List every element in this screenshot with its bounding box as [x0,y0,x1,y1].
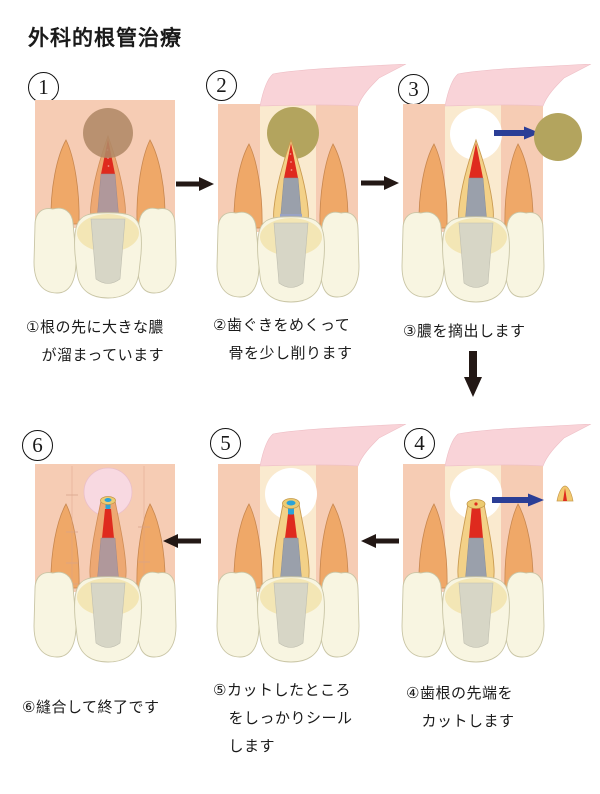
extraction-arrow-icon [494,126,540,140]
cut-root-tip-canal [563,488,567,501]
right-root [319,503,349,589]
bone-cavity [265,468,317,520]
left-crown [216,211,260,298]
gum-flap [444,63,592,107]
step-3-caption: ③膿を摘出します [403,323,526,340]
crown-filling [273,222,309,288]
left-root [418,143,448,229]
arrow-left-icon [163,533,201,554]
step-5-illustration [216,423,407,663]
cut-canal-dot [474,502,478,506]
abscess [267,107,319,159]
right-crown [136,207,177,294]
right-crown [319,211,360,298]
left-root [233,143,263,229]
step-4-caption: ④歯根の先端を カットします [406,685,515,730]
suture-lines [66,466,150,588]
bone-cavity [450,468,502,520]
step-2-caption: ②歯ぐきをめくって 骨を少し削ります [213,317,353,362]
right-root [504,503,534,589]
right-crown [319,571,360,658]
step-4-number: 4 [404,428,435,459]
left-root [50,503,80,589]
step-3-panel [388,63,598,309]
crown-filling [90,218,126,284]
right-root [136,139,166,225]
right-crown [504,571,545,658]
step-1-caption: ①根の先に大きな膿 が溜まっています [26,319,165,364]
step-3-number: 3 [398,74,429,105]
arrow-right-icon [176,176,214,197]
step-5-panel [203,423,413,669]
left-crown [33,207,77,294]
gum-flap [444,423,592,467]
step-2-illustration [216,63,407,303]
left-crown [401,571,445,658]
step-5-caption: ⑤カットしたところ をしっかりシール します [213,682,353,755]
crown-filling [273,582,309,648]
arrow-left-icon [361,533,399,554]
bone-cavity [450,108,502,160]
step-6-panel [20,424,230,669]
step-6-caption: ⑥縫合して終了です [22,699,160,716]
root-canal-filling [284,143,298,178]
right-root [504,143,534,229]
gum-flap [259,423,407,467]
step-4-illustration [401,423,592,663]
step-5-number: 5 [210,428,241,459]
root-canal-filling [469,505,483,538]
arrow-right-icon [361,175,399,196]
removed-abscess [534,113,582,161]
step-1-number: 1 [28,72,59,103]
left-crown [33,571,77,658]
step-3-illustration [401,63,592,303]
abscess [83,108,133,158]
right-root [319,143,349,229]
root-canal-filling [285,514,297,538]
left-crown [216,571,260,658]
arrow-down-icon [463,351,483,402]
left-root [418,503,448,589]
root-canal-filling [102,509,114,538]
crown-filling [458,582,494,648]
crown-filling [458,222,494,288]
seal-material [104,498,112,502]
page-title: 外科的根管治療 [28,27,182,50]
right-crown [504,211,545,298]
right-root [136,503,166,589]
cut-arrow-icon [492,493,544,507]
step-6-number: 6 [22,430,53,461]
canal-dots [289,153,293,171]
right-crown [136,571,177,658]
step-4-panel [388,423,598,669]
crown-filling [90,582,126,648]
step-1-illustration [33,100,177,299]
step-6-illustration [33,464,177,663]
left-root [233,503,263,589]
left-root [50,139,80,225]
step-2-panel [203,63,413,309]
gum-flap [259,63,407,107]
root-canal-filling [469,143,483,178]
left-crown [401,211,445,298]
seal-material [286,500,296,506]
step-1-panel [20,60,230,305]
step-2-number: 2 [206,70,237,101]
